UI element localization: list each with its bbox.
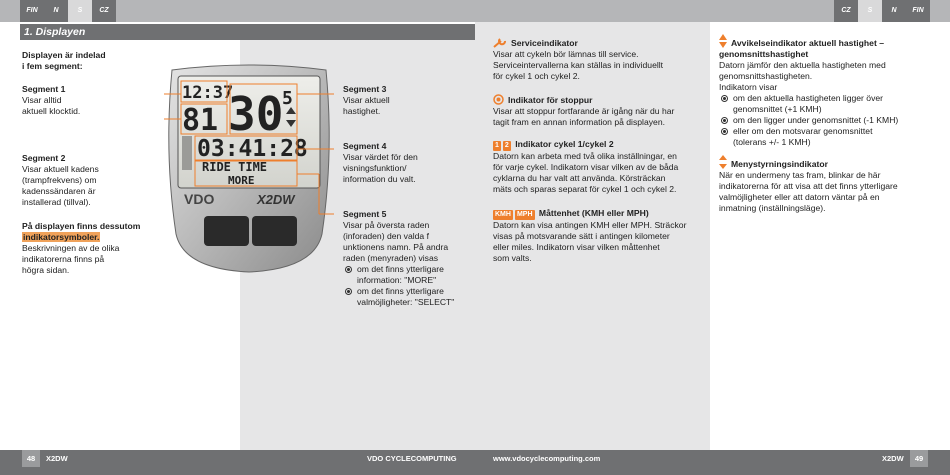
tab-fin-left[interactable]: FIN	[20, 0, 44, 22]
tab-cz-right[interactable]: CZ	[834, 0, 858, 22]
deviation-indicator-block: Avvikelseindikator aktuell hastighet – g…	[719, 34, 939, 148]
stopwatch-indicator-block: Indikator för stoppur Visar att stoppur …	[493, 94, 675, 127]
menu-arrows-icon	[719, 155, 727, 169]
service-indicator-block: Serviceindikator Visar att cykeln bör lä…	[493, 38, 664, 81]
indicator-highlight: indikatorsymboler.	[22, 232, 101, 242]
up-down-triangle-icon	[719, 34, 727, 48]
lcd-speed-small: 5	[282, 88, 293, 109]
segment-5-block: Segment 5 Visar på översta raden(inforad…	[343, 209, 455, 308]
lcd-time: 03:41:28	[197, 136, 308, 162]
tab-fin-right[interactable]: FIN	[906, 0, 930, 22]
lcd-cadence: 81	[182, 103, 218, 138]
cycle-computer-illustration: 12:37 81 30 5 03:41:28 RIDE TIME MORE VD…	[164, 64, 334, 273]
device-brand-logo: VDO	[184, 191, 214, 207]
page-footer: 48 X2DW VDO CYCLECOMPUTING www.vdocyclec…	[0, 450, 950, 475]
footer-brand: VDO CYCLECOMPUTING	[367, 454, 457, 463]
tab-n-right[interactable]: N	[882, 0, 906, 22]
page-number-right: 49	[910, 450, 928, 467]
lcd-menu-line1: RIDE TIME	[202, 160, 267, 174]
indicator-panel-right	[475, 22, 710, 450]
tab-s-left[interactable]: S	[68, 0, 92, 22]
device-left-button	[204, 216, 249, 246]
bike-2-badge: 2	[502, 141, 511, 151]
menu-indicator-block: Menystyrningsindikator När en undermeny …	[719, 155, 939, 214]
tab-cz-left[interactable]: CZ	[92, 0, 116, 22]
lcd-menu-line2: MORE	[228, 174, 255, 187]
footer-model-right: X2DW	[882, 454, 904, 463]
arrow-up-down-icon	[286, 107, 296, 127]
segment-2-block: Segment 2 Visar aktuell kadens(trampfrek…	[22, 153, 99, 207]
mph-badge: MPH	[514, 210, 535, 220]
segment-1-callout	[180, 80, 228, 103]
stopwatch-icon	[493, 94, 504, 105]
lcd-indicator-icons	[182, 136, 192, 170]
section-title: 1. Displayen	[20, 24, 475, 40]
device-model-logo: X2DW	[256, 192, 296, 207]
bike-1-badge: 1	[493, 141, 501, 151]
page-number-left: 48	[22, 450, 40, 467]
segment-3-callout	[229, 83, 298, 135]
segment-4-callout	[194, 135, 298, 161]
wrench-icon	[493, 38, 506, 48]
device-right-button	[252, 216, 297, 246]
language-tab-bar: FIN N S CZ CZ S N FIN	[0, 0, 950, 22]
kmh-badge: KMH	[493, 210, 513, 220]
lcd-speed: 30	[228, 87, 283, 141]
tab-s-right[interactable]: S	[858, 0, 882, 22]
footer-url[interactable]: www.vdocyclecomputing.com	[493, 454, 601, 463]
indicator-note-block: På displayen finns dessutom indikatorsym…	[22, 221, 141, 275]
footer-model-left: X2DW	[46, 454, 68, 463]
lcd-clock: 12:37	[182, 83, 233, 103]
tab-n-left[interactable]: N	[44, 0, 68, 22]
